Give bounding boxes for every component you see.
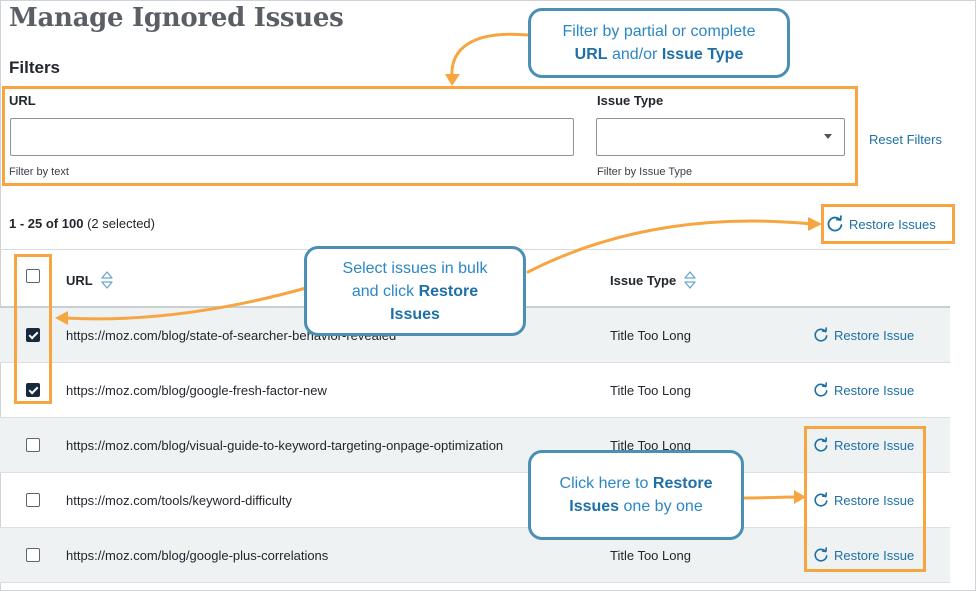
- url-column-header[interactable]: URL: [66, 270, 114, 290]
- refresh-icon: [814, 492, 828, 507]
- single-callout-line1: Click here to Restore: [531, 472, 741, 495]
- restore-issue-button[interactable]: Restore Issue: [813, 325, 914, 345]
- bulk-callout: Select issues in bulk and click Restore …: [304, 246, 526, 336]
- filter-callout: Filter by partial or complete URL and/or…: [528, 8, 790, 78]
- table-row: https://moz.com/blog/google-fresh-factor…: [0, 363, 950, 418]
- row-url: https://moz.com/blog/google-fresh-factor…: [66, 383, 327, 398]
- row-checkbox[interactable]: [26, 438, 40, 452]
- restore-issue-label: Restore Issue: [834, 492, 915, 508]
- single-callout: Click here to Restore Issues one by one: [528, 450, 744, 540]
- bulk-callout-restore: Restore: [418, 282, 479, 300]
- filter-callout-line2: URL and/or Issue Type: [531, 43, 787, 66]
- row-checkbox[interactable]: [26, 383, 40, 397]
- row-issue-type: Title Too Long: [610, 328, 691, 343]
- row-issue-type: Title Too Long: [610, 383, 691, 398]
- refresh-icon: [814, 327, 828, 342]
- filter-callout-issue-type: Issue Type: [661, 46, 744, 63]
- row-issue-type: Title Too Long: [610, 548, 691, 563]
- restore-issue-button[interactable]: Restore Issue: [813, 380, 914, 400]
- reset-filters-link[interactable]: Reset Filters: [869, 132, 942, 147]
- url-column-label: URL: [66, 272, 93, 288]
- restore-issue-label: Restore Issue: [834, 327, 915, 343]
- bulk-callout-line1: Select issues in bulk: [342, 259, 488, 277]
- single-callout-one-by-one: one by one: [623, 498, 703, 515]
- restore-issue-label: Restore Issue: [834, 547, 915, 563]
- row-url: https://moz.com/blog/visual-guide-to-key…: [66, 438, 504, 453]
- filter-callout-and-or: and/or: [612, 46, 658, 63]
- row-url: https://moz.com/blog/google-plus-correla…: [66, 548, 329, 563]
- chevron-down-icon: [824, 134, 832, 139]
- refresh-icon: [827, 215, 843, 232]
- restore-issues-button[interactable]: Restore Issues: [826, 209, 936, 239]
- issue-type-column-label: Issue Type: [610, 272, 677, 288]
- row-checkbox[interactable]: [26, 328, 40, 342]
- results-summary: 1 - 25 of 100 (2 selected): [9, 216, 155, 231]
- restore-issue-button[interactable]: Restore Issue: [813, 490, 914, 510]
- table-row: https://moz.com/tools/keyword-difficulty…: [0, 473, 950, 528]
- selected-count: (2 selected): [87, 216, 155, 231]
- issue-type-filter-label: Issue Type: [597, 93, 664, 108]
- issue-type-select[interactable]: [596, 118, 845, 156]
- restore-issues-label: Restore Issues: [849, 216, 936, 232]
- single-callout-click-here: Click here to: [559, 475, 649, 492]
- url-filter-help: Filter by text: [9, 166, 69, 178]
- table-row: https://moz.com/blog/visual-guide-to-key…: [0, 418, 950, 473]
- issue-type-column-header[interactable]: Issue Type: [610, 270, 697, 290]
- single-callout-issues: Issues: [569, 498, 620, 515]
- results-range: 1 - 25 of 100: [9, 216, 84, 231]
- bulk-callout-issues: Issues: [390, 305, 440, 323]
- refresh-icon: [814, 382, 828, 397]
- row-checkbox[interactable]: [26, 493, 40, 507]
- refresh-icon: [814, 437, 828, 452]
- row-url: https://moz.com/tools/keyword-difficulty: [66, 493, 292, 508]
- issue-type-filter-help: Filter by Issue Type: [597, 166, 693, 178]
- refresh-icon: [814, 547, 828, 562]
- restore-issue-label: Restore Issue: [834, 382, 915, 398]
- sort-icon: [684, 271, 696, 289]
- url-filter-input[interactable]: [10, 118, 574, 156]
- bulk-callout-line2: and click Restore: [307, 280, 523, 303]
- restore-issue-button[interactable]: Restore Issue: [813, 435, 914, 455]
- page-title: Manage Ignored Issues: [9, 3, 344, 33]
- filter-callout-url: URL: [574, 46, 608, 63]
- row-checkbox[interactable]: [26, 548, 40, 562]
- bulk-callout-line3: Issues: [307, 303, 523, 326]
- url-filter-label: URL: [9, 93, 36, 108]
- sort-icon: [101, 271, 113, 289]
- restore-issue-button[interactable]: Restore Issue: [813, 545, 914, 565]
- restore-issue-label: Restore Issue: [834, 437, 915, 453]
- single-callout-restore: Restore: [652, 475, 713, 492]
- single-callout-line2: Issues one by one: [531, 495, 741, 518]
- filter-callout-line1: Filter by partial or complete: [562, 23, 756, 40]
- select-all-checkbox[interactable]: [26, 269, 40, 283]
- bulk-callout-and-click: and click: [351, 282, 415, 300]
- filters-heading: Filters: [9, 58, 61, 77]
- table-row: https://moz.com/blog/google-plus-correla…: [0, 528, 950, 583]
- row-issue-type: Title Too Long: [610, 438, 691, 453]
